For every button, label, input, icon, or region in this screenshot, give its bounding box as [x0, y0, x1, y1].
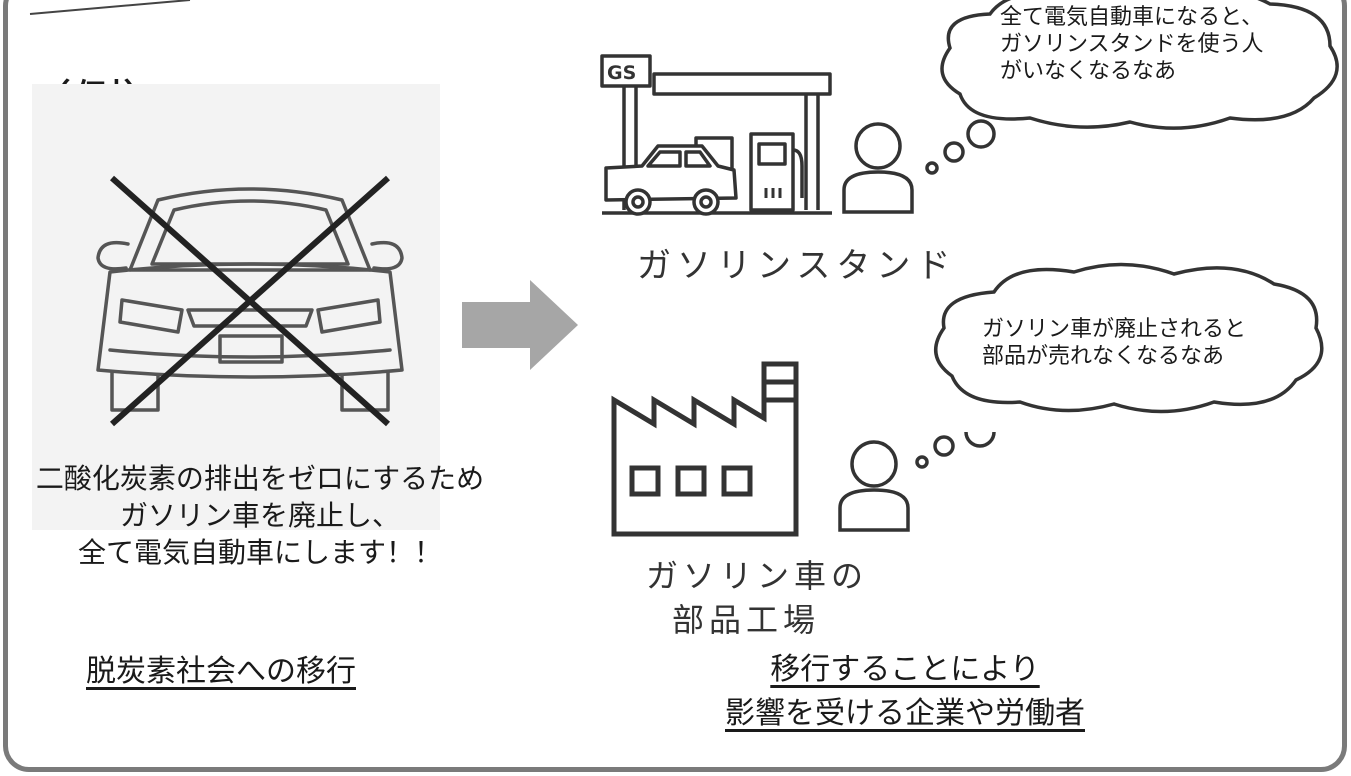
- factory-label-line1: ガソリン車の: [646, 557, 869, 595]
- gas-station-label: ガソリンスタンド: [637, 246, 957, 286]
- bubble-gas-station-line1: 全て電気自動車になると、: [1000, 5, 1264, 30]
- right-title: 移行することにより 影響を受ける企業や労働者: [690, 648, 1120, 736]
- outer-frame: [3, 0, 1347, 772]
- thought-bubble-factory: [934, 262, 1324, 414]
- bubble-gas-station-text: 全て電気自動車になると、 ガソリンスタンドを使う人 がいなくなるなあ: [1000, 4, 1264, 85]
- gas-station-sign: GS: [607, 62, 636, 84]
- car-caption: 二酸化炭素の排出をゼロにするため ガソリン車を廃止し、 全て電気自動車にします！…: [0, 460, 520, 571]
- car-caption-line1: 二酸化炭素の排出をゼロにするため: [35, 462, 485, 495]
- bubble-gas-station-line2: ガソリンスタンドを使う人: [1000, 32, 1264, 57]
- worker-person-icon: [842, 119, 996, 214]
- header-line: [29, 0, 191, 15]
- factory-label: ガソリン車の 部品工場: [646, 554, 868, 642]
- factory-label-line2: 部品工場: [672, 601, 821, 639]
- bubble-factory-text: ガソリン車が廃止されると 部品が売れなくなるなあ: [982, 316, 1246, 370]
- gas-station-icon: GS: [600, 54, 832, 216]
- bubble-factory-line1: ガソリン車が廃止されると: [982, 317, 1247, 342]
- factory-icon: [611, 361, 799, 537]
- factory-worker-person-icon: [838, 432, 996, 532]
- left-title: 脱炭素社会への移行: [86, 654, 356, 689]
- bubble-factory-line2: 部品が売れなくなるなあ: [982, 344, 1225, 369]
- car-panel: [32, 84, 440, 530]
- bubble-gas-station-line3: がいなくなるなあ: [1000, 59, 1177, 84]
- right-arrow-icon: [462, 280, 578, 370]
- car-caption-line3: 全て電気自動車にします！！: [77, 536, 442, 569]
- right-title-line2: 影響を受ける企業や労働者: [725, 696, 1085, 731]
- thought-bubble-gas-station: [940, 0, 1339, 130]
- right-title-line1: 移行することにより: [770, 652, 1040, 687]
- car-caption-line2: ガソリン車を廃止し、: [119, 499, 400, 532]
- crossed-out-car-icon: [96, 175, 404, 427]
